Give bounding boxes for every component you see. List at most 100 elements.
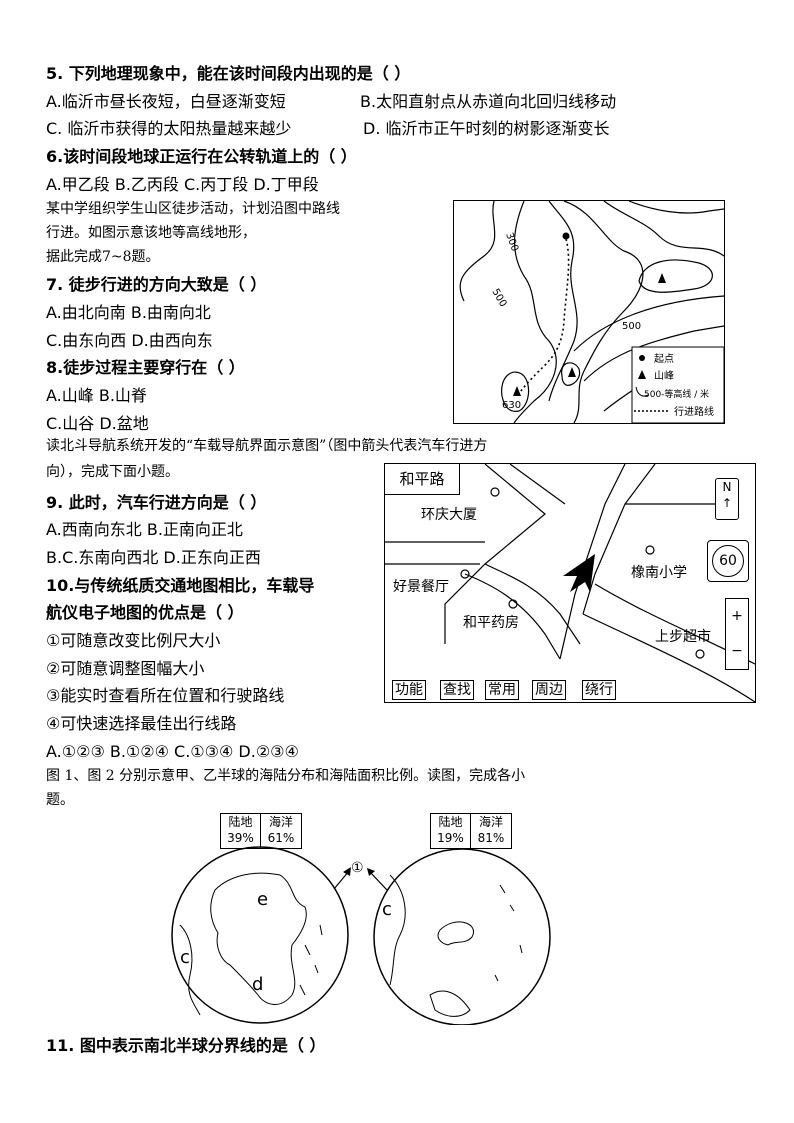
contour-line-outer xyxy=(513,200,557,424)
left-ocean-label: 海洋 xyxy=(268,815,293,829)
peak-triangle-ne xyxy=(658,273,666,283)
peak-contour-630 xyxy=(501,371,530,412)
left-hemisphere xyxy=(171,846,349,1024)
q5-option-b: B.太阳直射点从赤道向北回归线移动 xyxy=(360,92,617,111)
nav-button-common[interactable]: 常用 xyxy=(485,680,519,700)
legend-peak-label: 山峰 xyxy=(654,370,674,382)
left-land-pct: 39% xyxy=(227,831,254,845)
right-ocean-pct: 81% xyxy=(477,831,505,845)
place-haojing: 好景餐厅 xyxy=(393,579,449,595)
right-label-c: c xyxy=(382,899,392,920)
road-main-right xyxy=(582,464,656,615)
intro910-line1: 读北斗导航系统开发的“车载导航界面示意图”（图中箭头代表汽车行进方 xyxy=(46,438,488,454)
marker-huanqing xyxy=(490,487,500,497)
left-landmass-west xyxy=(179,924,201,1016)
peak-triangle-center xyxy=(568,367,576,377)
q6-options: A.甲乙段 B.乙丙段 C.丙丁段 D.丁甲段 xyxy=(46,175,319,194)
right-land-label: 陆地 xyxy=(438,815,463,829)
intro78-line1: 某中学组织学生山区徒步活动，计划沿图中路线 xyxy=(46,201,340,217)
q10-item-4: ④可快速选择最佳出行线路 xyxy=(46,714,237,733)
speed-limit-frame: 60 xyxy=(707,540,749,582)
q8-options-cd: C.山谷 D.盆地 xyxy=(46,414,149,433)
q6-stem: 6.该时间段地球正运行在公转轨道上的（ ） xyxy=(46,147,357,166)
road-name-label: 和平路 xyxy=(385,464,460,495)
road-left-edge-2 xyxy=(509,464,566,505)
q9-options-cd: B.C.东南向西北 D.正东向正西 xyxy=(46,548,261,567)
left-label-c: c xyxy=(180,947,190,968)
nav-button-detour[interactable]: 绕行 xyxy=(582,680,616,700)
right-land-pct: 19% xyxy=(437,831,464,845)
peak-triangle-630 xyxy=(513,386,521,396)
peak-contour-ne xyxy=(638,259,713,293)
peak-contour-center xyxy=(561,362,581,386)
legend-route-label: 行进路线 xyxy=(674,405,714,418)
speed-limit-sign: 60 xyxy=(712,545,744,577)
contour-map: 300 500 500 630 起点 山峰 500-等高线 / 米 行进路线 xyxy=(453,200,725,424)
legend-contour-label: 500-等高线 / 米 xyxy=(644,388,709,400)
contour-line-ne xyxy=(603,200,725,257)
north-indicator[interactable]: N ↑ xyxy=(715,478,739,520)
intro78-line3: 据此完成7~8题。 xyxy=(46,249,160,265)
marker-1: ① xyxy=(351,860,364,876)
q5-option-a: A.临沂市昼长夜短，白昼逐渐变短 xyxy=(46,92,286,111)
label-300: 300 xyxy=(503,231,520,253)
north-arrow-icon: ↑ xyxy=(721,496,733,510)
route-line xyxy=(517,238,570,396)
label-630: 630 xyxy=(502,400,521,411)
q7-stem: 7. 徒步行进的方向大致是（ ） xyxy=(46,275,267,294)
right-ratio-box: 陆地 19% 海洋 81% xyxy=(430,813,512,849)
right-hemisphere xyxy=(373,848,551,1025)
road-curve-1 xyxy=(484,563,581,645)
q11-stem: 11. 图中表示南北半球分界线的是（ ） xyxy=(46,1036,326,1055)
q8-stem: 8.徒步过程主要穿行在（ ） xyxy=(46,358,245,377)
q10-options: A.①②③ B.①②④ C.①③④ D.②③④ xyxy=(46,742,299,761)
nav-button-search[interactable]: 查找 xyxy=(440,680,474,700)
q10-item-1: ①可随意改变比例尺大小 xyxy=(46,631,221,650)
q9-options-ab: A.西南向东北 B.正南向正北 xyxy=(46,520,243,539)
marker-haojing xyxy=(460,569,470,579)
left-ocean-pct: 61% xyxy=(267,831,295,845)
left-label-e: e xyxy=(257,889,268,910)
intro11-line1: 图 1、图 2 分别示意甲、乙半球的海陆分布和海陆面积比例。读图，完成各小 xyxy=(46,768,526,784)
q5-option-d: D. 临沂市正午时刻的树影逐渐变长 xyxy=(363,119,610,138)
zoom-in-button[interactable]: + xyxy=(731,608,743,624)
road-main-left xyxy=(559,464,626,660)
intro78-line2: 行进。如图示意该地等高线地形， xyxy=(46,225,256,241)
marker-heping-pharmacy xyxy=(508,599,518,609)
intro11-line2: 题。 xyxy=(46,792,74,808)
label-500-east: 500 xyxy=(622,321,641,332)
q8-options-ab: A.山峰 B.山脊 xyxy=(46,386,147,405)
nav-map: 和平路 环庆大厦 好景餐厅 和平药房 橡南小学 上步超市 N ↑ 60 + − xyxy=(384,463,756,703)
left-islands xyxy=(299,924,323,996)
left-label-d: d xyxy=(252,974,263,995)
arrow-left-head xyxy=(343,867,351,876)
place-shangbu: 上步超市 xyxy=(655,629,711,645)
nav-button-function[interactable]: 功能 xyxy=(392,680,426,700)
car-direction-arrow xyxy=(563,554,595,592)
hemispheres-svg: e c d c ① xyxy=(171,846,551,1025)
contour-line-top xyxy=(628,200,725,214)
zoom-control: + − xyxy=(725,598,749,670)
q9-stem: 9. 此时，汽车行进方向是（ ） xyxy=(46,493,267,512)
legend-start-icon xyxy=(639,355,645,361)
contour-map-svg: 300 500 500 630 起点 山峰 500-等高线 / 米 行进路线 xyxy=(459,200,725,424)
road-east-2 xyxy=(582,613,755,702)
arrow-right-head xyxy=(367,868,375,876)
q7-options-ab: A.由北向南 B.由南向北 xyxy=(46,303,211,322)
nav-button-nearby[interactable]: 周边 xyxy=(532,680,566,700)
place-heping-pharmacy: 和平药房 xyxy=(463,615,519,631)
contour-line-inner xyxy=(548,200,578,402)
zoom-out-button[interactable]: − xyxy=(731,643,743,659)
north-label: N xyxy=(722,480,732,494)
contour-line-500-east xyxy=(573,295,725,352)
q5-stem: 5. 下列地理现象中，能在该时间段内出现的是（ ） xyxy=(46,64,411,83)
left-ratio-box: 陆地 39% 海洋 61% xyxy=(220,813,302,849)
marker-xiangnan xyxy=(645,545,655,555)
q10-stem-line1: 10.与传统纸质交通地图相比，车载导 xyxy=(46,576,315,595)
legend-peak-icon xyxy=(638,370,646,379)
right-landmass-antarctica xyxy=(429,990,471,1017)
start-point xyxy=(562,232,570,240)
contour-line-300 xyxy=(459,200,496,302)
left-land-label: 陆地 xyxy=(228,815,253,829)
intro910-line2: 向），完成下面小题。 xyxy=(46,464,179,480)
